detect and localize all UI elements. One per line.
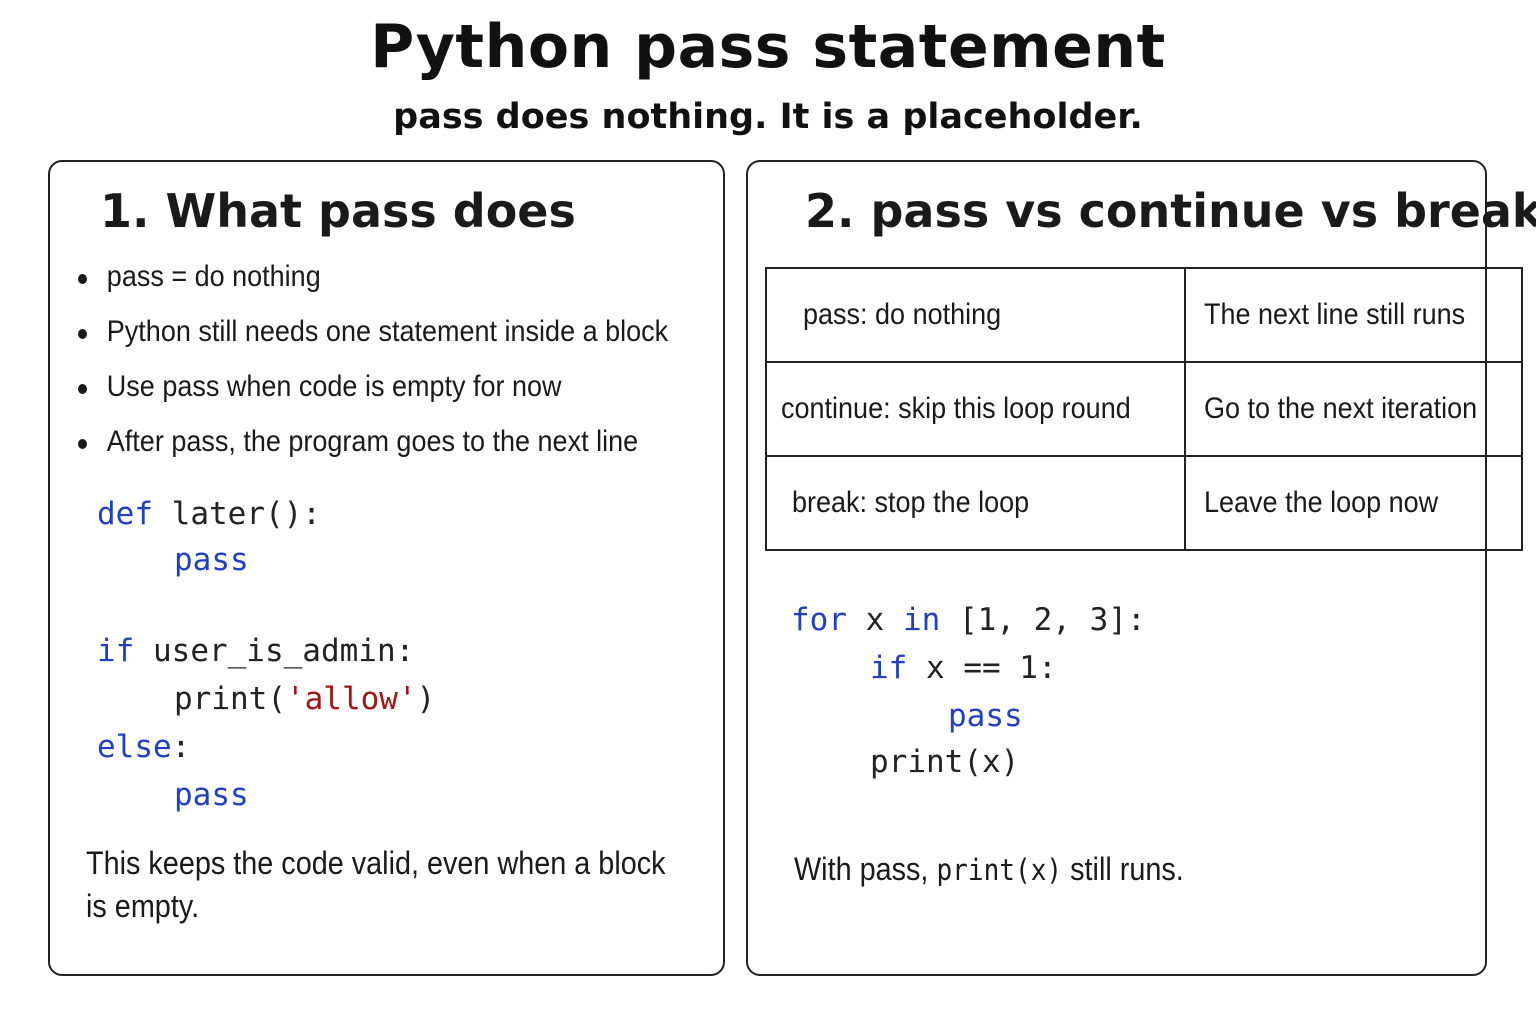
code-line: if x == 1: <box>870 644 1057 692</box>
table-cell: The next line still runs <box>1183 267 1524 363</box>
bullet-item: After pass, the program goes to the next… <box>78 425 668 480</box>
page-title: Python pass statement <box>370 12 1166 82</box>
code-text: user_is_admin: <box>134 633 415 669</box>
bullet-list: pass = do nothing Python still needs one… <box>78 260 734 480</box>
note-code: print(x) <box>936 853 1063 887</box>
code-text: later(): <box>153 496 321 532</box>
code-line: pass <box>948 692 1023 740</box>
code-text: x <box>847 602 903 638</box>
table-cell: Go to the next iteration <box>1183 361 1524 457</box>
code-example: for x in [1, 2, 3]: if x == 1: pass prin… <box>791 596 1391 796</box>
code-keyword: in <box>903 602 941 638</box>
code-keyword: if <box>870 650 908 686</box>
table-row: continue: skip this loop round Go to the… <box>765 361 1524 457</box>
code-text: ) <box>416 681 436 717</box>
code-line: print(x) <box>870 738 1019 786</box>
bullet-text: Use pass when code is empty for now <box>106 370 562 403</box>
bullet-dot-icon <box>78 439 87 449</box>
code-keyword: else <box>97 729 172 765</box>
code-line: for x in [1, 2, 3]: <box>791 596 1146 644</box>
bullet-text: Python still needs one statement inside … <box>106 315 669 348</box>
code-keyword: pass <box>174 542 249 578</box>
what-pass-does-panel: 1. What pass does pass = do nothing Pyth… <box>48 160 725 976</box>
panel-heading: 1. What pass does <box>100 184 576 238</box>
bullet-dot-icon <box>78 384 87 394</box>
bullet-dot-icon <box>78 274 87 284</box>
code-line: print('allow') <box>174 675 435 723</box>
bullet-text: pass = do nothing <box>106 260 321 293</box>
code-line: pass <box>174 536 249 584</box>
page-subtitle: pass does nothing. It is a placeholder. <box>393 97 1143 137</box>
code-text: x == 1: <box>907 650 1057 686</box>
table-cell: Leave the loop now <box>1183 455 1524 551</box>
code-keyword: def <box>97 496 153 532</box>
code-line: pass <box>174 771 249 819</box>
comparison-table: pass: do nothing The next line still run… <box>765 267 1524 551</box>
bullet-item: pass = do nothing <box>78 260 668 315</box>
code-text: print(x) <box>870 744 1020 780</box>
note-text: With pass, <box>794 851 937 887</box>
code-text: print( <box>174 681 286 717</box>
code-keyword: for <box>791 602 847 638</box>
bullet-dot-icon <box>78 329 87 339</box>
table-cell: continue: skip this loop round <box>765 361 1186 457</box>
table-cell: pass: do nothing <box>765 267 1186 363</box>
code-text: [1, 2, 3]: <box>940 602 1146 638</box>
comparison-panel: 2. pass vs continue vs break pass: do no… <box>746 160 1536 976</box>
note-text: still runs. <box>1062 851 1184 887</box>
bullet-text: After pass, the program goes to the next… <box>106 425 639 458</box>
code-keyword: if <box>97 633 135 669</box>
table-row: break: stop the loop Leave the loop now <box>765 455 1524 551</box>
bullet-item: Python still needs one statement inside … <box>78 315 668 370</box>
code-line: else: <box>97 723 190 771</box>
code-text: : <box>171 729 191 765</box>
table-row: pass: do nothing The next line still run… <box>765 267 1524 363</box>
code-string: 'allow' <box>285 681 417 717</box>
panel-heading: 2. pass vs continue vs break <box>805 184 1536 238</box>
explanation-note: This keeps the code valid, even when a b… <box>86 845 666 924</box>
code-line: if user_is_admin: <box>97 627 414 675</box>
table-cell: break: stop the loop <box>765 455 1186 551</box>
code-line: def later(): <box>97 490 321 538</box>
code-example: def later(): pass if user_is_admin: prin… <box>97 490 657 820</box>
code-keyword: pass <box>948 698 1023 734</box>
explanation-note: With pass, print(x) still runs. <box>794 848 1406 892</box>
bullet-item: Use pass when code is empty for now <box>78 370 668 425</box>
code-keyword: pass <box>174 777 249 813</box>
